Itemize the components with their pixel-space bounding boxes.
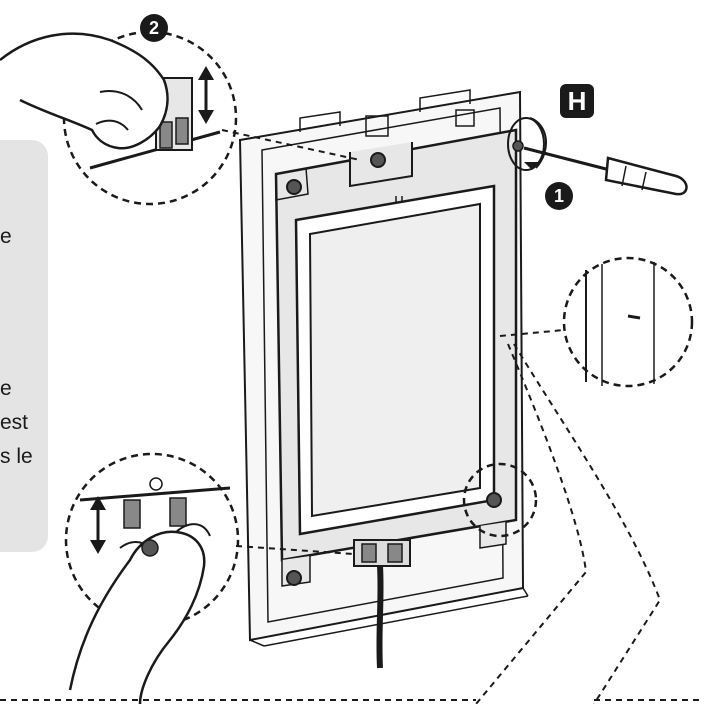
- bottom-connector: [353, 539, 411, 669]
- side-note-line-1: e: [0, 225, 12, 248]
- leader-lines: [0, 343, 704, 704]
- zoom-circle-screw: [462, 462, 538, 538]
- zoom-circle-right: [562, 256, 694, 388]
- rotate-arrow-icon: [524, 162, 540, 170]
- side-note-panel: [0, 140, 48, 552]
- side-note-line-4: s le: [0, 445, 33, 468]
- hand-icon: [68, 523, 211, 704]
- side-note-line-3: est: [0, 411, 29, 434]
- callout-line-bottom: [235, 545, 355, 555]
- callout-line-top: [221, 129, 361, 161]
- part-h-label: H: [560, 84, 594, 118]
- side-note-line-2: e: [0, 377, 12, 400]
- screw-h-callout: [507, 117, 548, 171]
- screwdriver-icon: [523, 146, 688, 196]
- hand-icon: [0, 32, 169, 150]
- display-panel: [294, 184, 496, 536]
- step-1-badge: 1: [545, 182, 573, 210]
- step-2-badge: 2: [140, 14, 168, 42]
- cable: [376, 565, 384, 669]
